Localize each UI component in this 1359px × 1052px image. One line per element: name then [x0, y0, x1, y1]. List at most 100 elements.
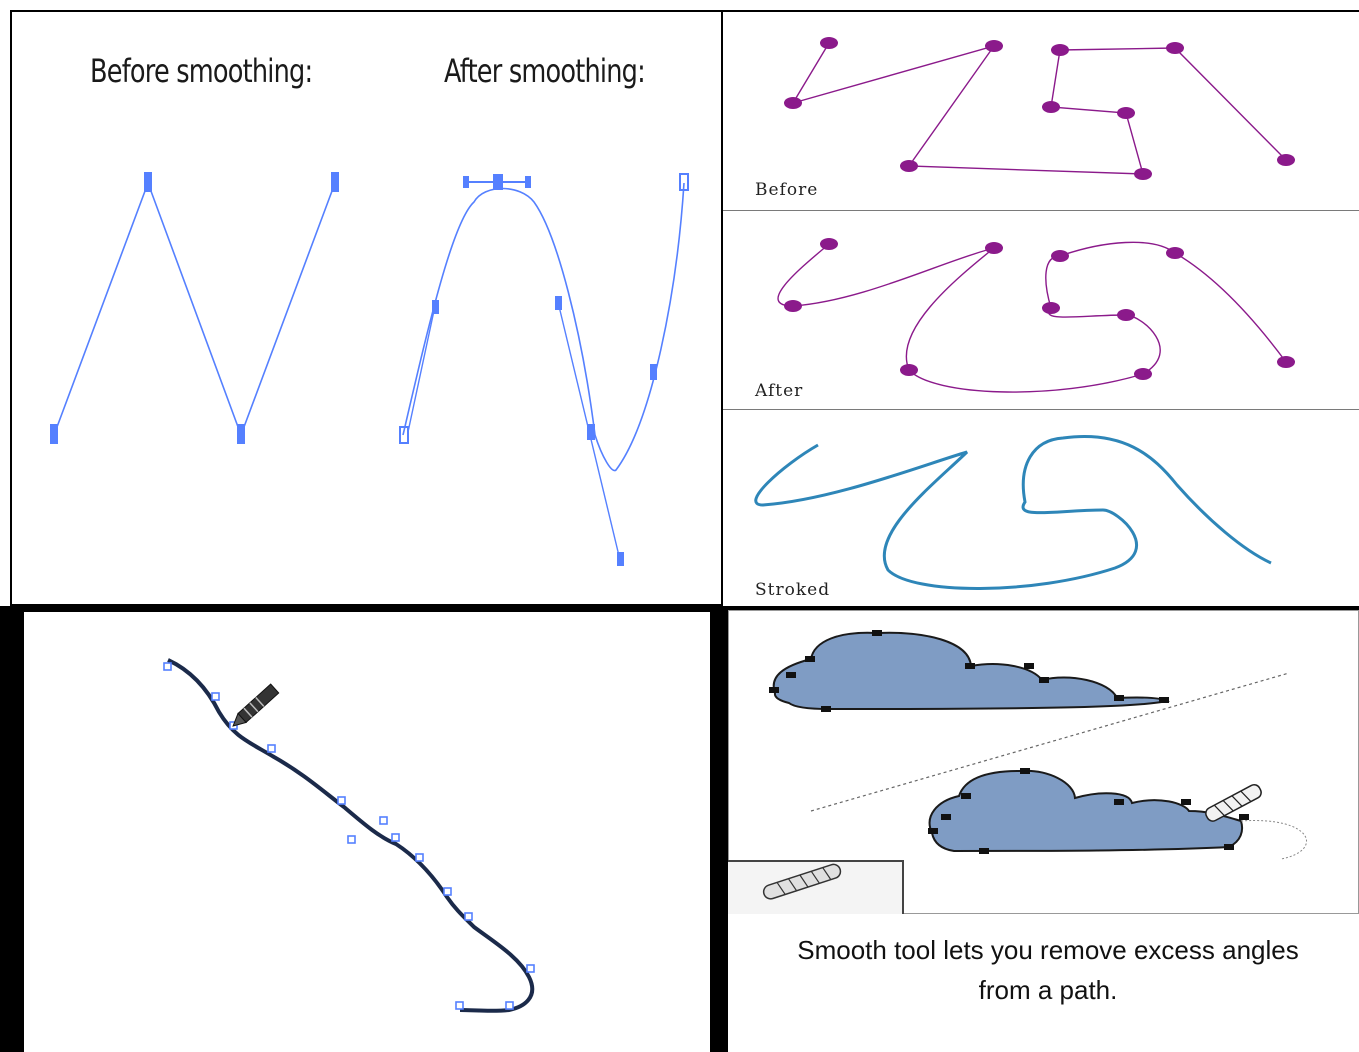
anchor-point	[786, 672, 796, 678]
handle-point	[463, 176, 469, 188]
purple-path	[791, 42, 1287, 175]
anchor-point	[985, 242, 1003, 254]
anchor-point	[50, 424, 58, 444]
anchor-point	[1039, 677, 1049, 683]
anchor-point	[1024, 663, 1034, 669]
pencil-path-diagram	[163, 658, 535, 1013]
anchor-point	[555, 296, 562, 310]
anchor-point	[144, 172, 152, 192]
anchor-point	[1277, 154, 1295, 166]
after-strip: After	[723, 211, 1359, 410]
cloud-diagram	[769, 630, 1308, 860]
anchor-point	[1117, 107, 1135, 119]
anchor-point	[455, 1001, 464, 1010]
anchor-point	[1051, 250, 1069, 262]
pencil-drawing-panel	[0, 606, 722, 1052]
anchor-point	[1042, 302, 1060, 314]
dotted-divider	[810, 672, 1290, 812]
anchor-point	[1134, 368, 1152, 380]
anchor-point	[1117, 309, 1135, 321]
smooth-tool-button[interactable]	[728, 860, 904, 914]
handle-line	[407, 305, 436, 433]
smoothing-diagram	[50, 172, 689, 566]
before-label: Before	[755, 180, 819, 200]
stroked-label: Stroked	[755, 580, 831, 600]
anchor-point	[979, 848, 989, 854]
anchor-point	[1051, 44, 1069, 56]
anchor-point	[505, 1001, 514, 1010]
anchor-point	[415, 853, 424, 862]
after-smoothing-heading: After smoothing:	[444, 52, 646, 90]
anchor-point	[1114, 799, 1124, 805]
anchor-point	[820, 37, 838, 49]
anchor-point	[1166, 42, 1184, 54]
anchor-point	[900, 160, 918, 172]
anchor-point	[900, 364, 918, 376]
after-path	[402, 182, 685, 472]
anchor-point	[331, 172, 339, 192]
smooth-guide-arc	[1240, 820, 1308, 860]
anchor-point	[961, 793, 971, 799]
before-strip: Before	[723, 12, 1359, 211]
anchor-point	[820, 238, 838, 250]
anchor-point	[1224, 844, 1234, 850]
anchor-point	[965, 663, 975, 669]
anchor-point	[267, 744, 276, 753]
anchor-point	[526, 964, 535, 973]
anchor-point	[650, 364, 657, 380]
anchor-point	[769, 687, 779, 693]
anchor-point	[928, 828, 938, 834]
anchor-point	[237, 424, 245, 444]
anchor-point	[493, 174, 503, 190]
anchor-point	[432, 300, 439, 314]
handle-point	[525, 176, 531, 188]
drawn-path	[167, 658, 535, 1013]
anchor-point	[347, 835, 356, 844]
smooth-tool-panel: Smooth tool lets you remove excess angle…	[722, 606, 1359, 1052]
cloud-before	[772, 631, 1171, 711]
after-path-diagram	[777, 238, 1295, 393]
stroked-path	[754, 435, 1272, 590]
anchor-point	[805, 656, 815, 662]
anchor-point	[337, 796, 346, 805]
anchor-point	[679, 173, 689, 191]
anchor-point	[985, 40, 1003, 52]
anchor-point	[379, 816, 388, 825]
anchor-point	[1181, 799, 1191, 805]
anchor-point	[587, 424, 595, 440]
before-smoothing-heading: Before smoothing:	[90, 52, 313, 90]
anchor-point	[1020, 768, 1030, 774]
cloud-illustration	[728, 610, 1359, 914]
anchor-point	[1042, 101, 1060, 113]
smooth-tool-content: Smooth tool lets you remove excess angle…	[728, 610, 1359, 1052]
smooth-tool-caption: Smooth tool lets you remove excess angle…	[797, 935, 1299, 1005]
handle-point	[617, 552, 624, 566]
cloud-after	[928, 769, 1244, 853]
pencil-canvas	[24, 612, 710, 1052]
anchor-point	[443, 887, 452, 896]
before-path	[53, 180, 336, 438]
anchor-point	[399, 426, 409, 444]
anchor-point	[1159, 697, 1169, 703]
anchor-point	[211, 692, 220, 701]
pencil-icon	[232, 683, 280, 727]
stroked-strip: Stroked	[723, 410, 1359, 606]
anchor-point	[1114, 695, 1124, 701]
anchor-point	[163, 662, 172, 671]
anchor-point	[941, 814, 951, 820]
anchor-point	[784, 300, 802, 312]
anchor-point	[821, 706, 831, 712]
path-strips-panel: Before After Stroked	[723, 10, 1359, 606]
anchor-point	[872, 630, 882, 636]
anchor-point	[1166, 247, 1184, 259]
anchor-point	[1134, 168, 1152, 180]
anchor-point	[464, 912, 473, 921]
purple-smoothed-path	[777, 241, 1287, 393]
anchor-point	[1277, 356, 1295, 368]
anchor-point	[1239, 814, 1249, 820]
after-label: After	[755, 381, 804, 401]
anchor-point	[784, 97, 802, 109]
smooth-tool-cursor-icon	[1205, 784, 1262, 822]
smooth-tool-icon	[762, 863, 842, 900]
stroked-path-diagram	[754, 435, 1272, 590]
